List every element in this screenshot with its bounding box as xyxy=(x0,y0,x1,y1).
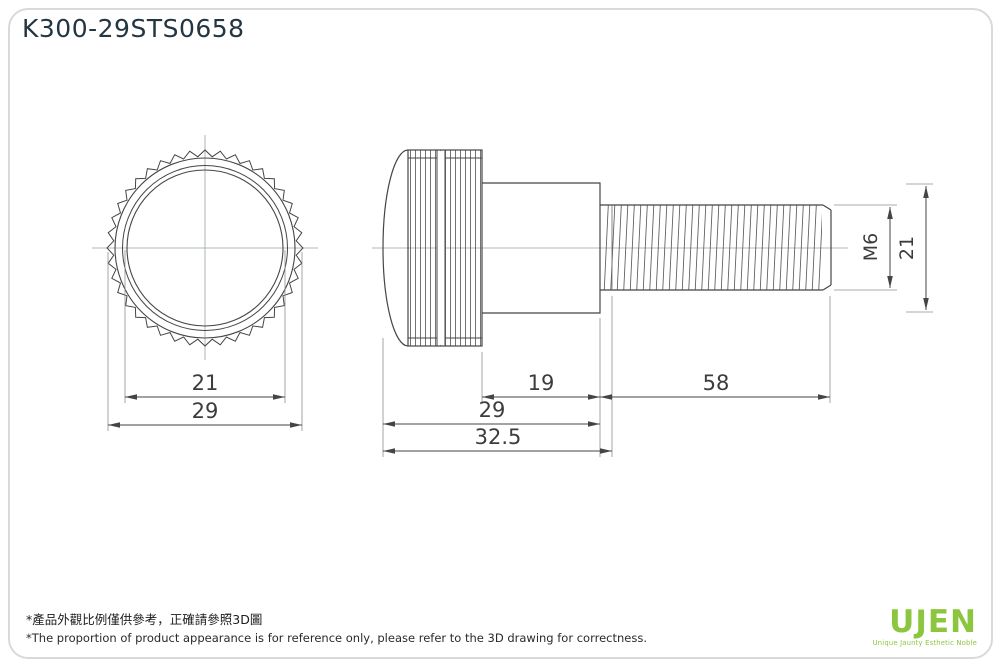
ujen-logo: UJEN Unique Jaunty Esthetic Noble xyxy=(872,604,977,648)
dim-body-diameter: 21 xyxy=(896,236,918,260)
dim-front-inner-diameter: 21 xyxy=(192,371,219,395)
dim-front-outer-diameter: 29 xyxy=(192,399,219,423)
dimension-lines xyxy=(108,186,929,454)
dim-knob-length: 29 xyxy=(479,398,506,422)
footer-note-en: *The proportion of product appearance is… xyxy=(26,631,647,645)
part-number-title: K300-29STS0658 xyxy=(22,14,245,43)
footer-note-zh: *產品外觀比例僅供參考，正確請參照3D圖 xyxy=(26,612,263,627)
front-view xyxy=(106,149,304,347)
side-view xyxy=(382,149,832,347)
knurl-groove xyxy=(436,150,446,346)
dim-overall-length: 32.5 xyxy=(475,425,522,449)
dome-outline xyxy=(382,149,409,347)
knurl-teeth-outline xyxy=(106,149,304,347)
logo-text: UJEN xyxy=(889,604,977,640)
thread-hatch xyxy=(603,205,822,290)
footer-notes: *產品外觀比例僅供參考，正確請參照3D圖 *The proportion of … xyxy=(26,609,647,645)
collar-outline xyxy=(482,182,601,314)
logo-tagline: Unique Jaunty Esthetic Noble xyxy=(872,639,977,647)
shaft-outline xyxy=(600,204,832,291)
dim-thread-length: 58 xyxy=(703,371,730,395)
dim-thread-spec: M6 xyxy=(860,233,882,261)
dim-collar-length: 19 xyxy=(528,371,555,395)
extension-lines xyxy=(107,183,933,457)
dimension-labels: 21 29 19 58 29 32.5 M6 21 xyxy=(192,233,918,449)
